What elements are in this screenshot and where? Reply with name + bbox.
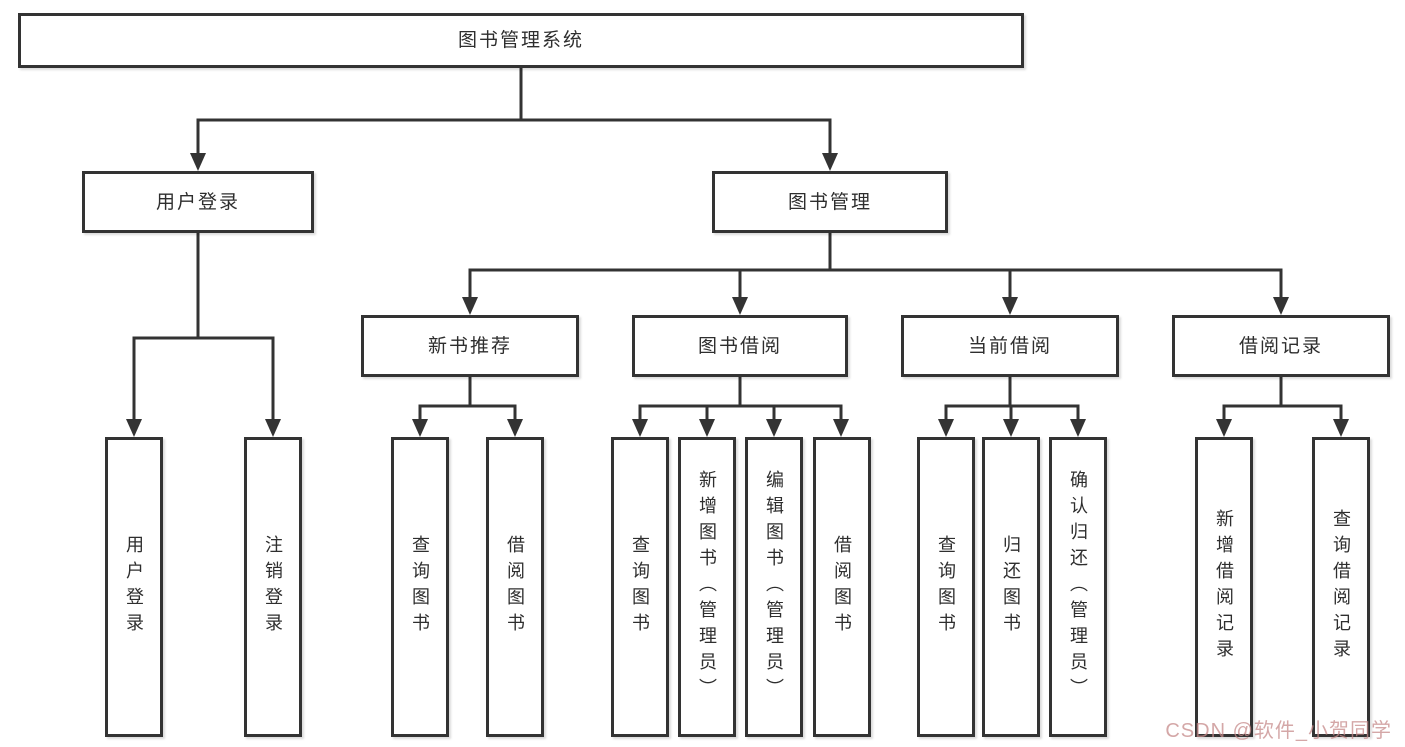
leaf-query-books-recommend: 查询图书 xyxy=(391,437,449,737)
leaf-label: 注销登录 xyxy=(263,535,283,639)
node-book-borrowing: 图书借阅 xyxy=(632,315,848,377)
node-label: 用户登录 xyxy=(155,191,240,213)
leaf-borrow-books-borrowing: 借阅图书 xyxy=(813,437,871,737)
leaf-label: 查询图书 xyxy=(630,535,650,639)
node-label: 图书管理 xyxy=(787,191,872,213)
node-new-book-recommendation: 新书推荐 xyxy=(361,315,579,377)
leaf-borrow-books-recommend: 借阅图书 xyxy=(486,437,544,737)
leaf-logout: 注销登录 xyxy=(244,437,302,737)
leaf-label: 借阅图书 xyxy=(505,535,525,639)
node-label: 借阅记录 xyxy=(1238,335,1323,357)
leaf-return-books: 归还图书 xyxy=(982,437,1040,737)
arrowheads xyxy=(126,153,1349,437)
leaf-label: 归还图书 xyxy=(1001,535,1021,639)
leaf-label: 查询借阅记录 xyxy=(1331,509,1351,665)
node-label: 图书管理系统 xyxy=(457,30,584,51)
node-book-management: 图书管理 xyxy=(712,171,948,233)
connector-path xyxy=(132,68,1343,422)
node-label: 图书借阅 xyxy=(697,335,782,357)
node-label: 当前借阅 xyxy=(967,335,1052,357)
node-borrowing-records: 借阅记录 xyxy=(1172,315,1390,377)
leaf-query-books-borrowing: 查询图书 xyxy=(611,437,669,737)
leaf-label: 查询图书 xyxy=(410,535,430,639)
leaf-label: 查询图书 xyxy=(936,535,956,639)
leaf-confirm-return-admin: 确认归还（管理员） xyxy=(1049,437,1107,737)
leaf-label: 用户登录 xyxy=(124,535,144,639)
leaf-label: 新增图书（管理员） xyxy=(697,470,717,704)
leaf-query-books-current: 查询图书 xyxy=(917,437,975,737)
leaf-label: 借阅图书 xyxy=(832,535,852,639)
node-label: 新书推荐 xyxy=(427,335,512,357)
node-user-login: 用户登录 xyxy=(82,171,314,233)
leaf-edit-books-admin: 编辑图书（管理员） xyxy=(745,437,803,737)
leaf-label: 新增借阅记录 xyxy=(1214,509,1234,665)
leaf-label: 确认归还（管理员） xyxy=(1068,470,1088,704)
leaf-query-borrow-record: 查询借阅记录 xyxy=(1312,437,1370,737)
node-library-management-system: 图书管理系统 xyxy=(18,13,1024,68)
leaf-add-borrow-record: 新增借阅记录 xyxy=(1195,437,1253,737)
leaf-label: 编辑图书（管理员） xyxy=(764,470,784,704)
node-current-borrowing: 当前借阅 xyxy=(901,315,1119,377)
leaf-user-login: 用户登录 xyxy=(105,437,163,737)
leaf-add-books-admin: 新增图书（管理员） xyxy=(678,437,736,737)
